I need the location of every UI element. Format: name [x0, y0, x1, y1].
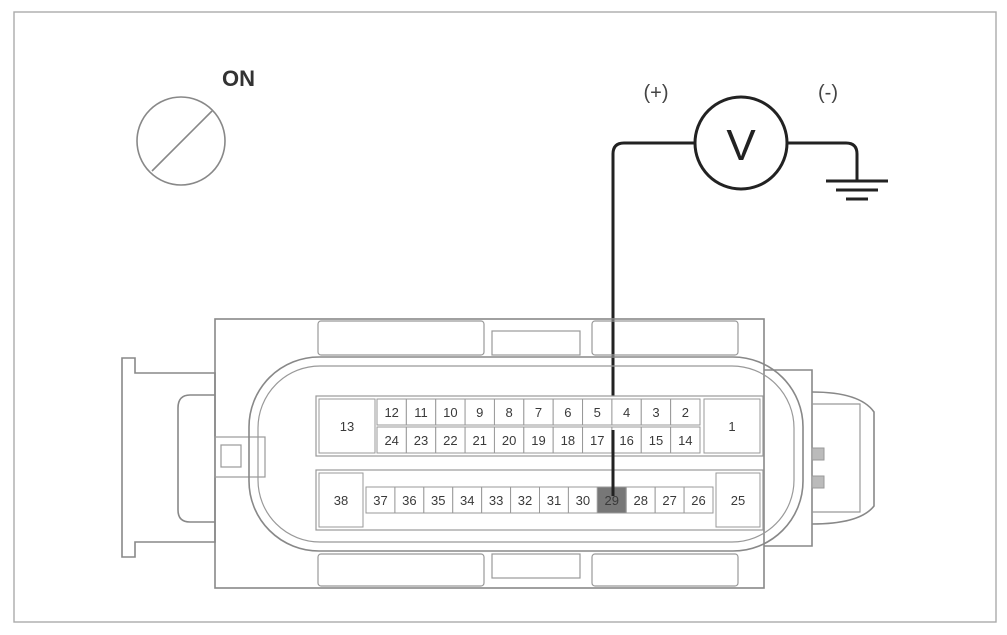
positive-probe-wire — [611, 141, 695, 496]
pin-label: 38 — [334, 493, 348, 508]
pin-label: 26 — [691, 493, 705, 508]
pin-label: 27 — [662, 493, 676, 508]
pin-label: 17 — [590, 433, 604, 448]
connector-pin — [611, 426, 642, 454]
connector-pin — [640, 398, 672, 426]
pin-label: 1 — [728, 419, 735, 434]
pin-label: 14 — [678, 433, 692, 448]
connector-pin — [405, 398, 437, 426]
connector-pin — [703, 398, 761, 454]
pin-label: 8 — [506, 405, 513, 420]
connector-pin — [715, 472, 761, 528]
pin-label: 21 — [473, 433, 487, 448]
negative-probe-wire — [787, 141, 859, 180]
connector-pin — [654, 486, 685, 514]
connector-pin — [318, 398, 376, 454]
ignition-switch-icon — [136, 96, 226, 186]
pin-label: 19 — [531, 433, 545, 448]
connector-pin — [582, 426, 613, 454]
connector-pin — [365, 486, 396, 514]
connector-pin — [435, 398, 466, 426]
pin-label: 9 — [476, 405, 483, 420]
pin-label: 10 — [443, 405, 457, 420]
connector-pin — [423, 486, 454, 514]
pin-label: 20 — [502, 433, 516, 448]
pin-label: 24 — [384, 433, 398, 448]
pin-label: 3 — [652, 405, 659, 420]
connector-pin — [683, 486, 714, 514]
pin-label: 22 — [443, 433, 457, 448]
pin-label: 11 — [414, 405, 428, 420]
positive-terminal-label: (+) — [644, 82, 669, 104]
pin-label: 12 — [384, 405, 398, 420]
connector-pin — [582, 398, 613, 426]
negative-terminal-label: (-) — [818, 82, 838, 104]
pin-label: 16 — [619, 433, 633, 448]
connector-pin — [435, 426, 466, 454]
pin-label: 13 — [340, 419, 354, 434]
pin-label: 4 — [623, 405, 630, 420]
connector-pin — [464, 426, 495, 454]
connector-pin — [640, 426, 672, 454]
connector-pin — [510, 486, 541, 514]
connector-pin — [464, 398, 495, 426]
pin-label: 28 — [633, 493, 647, 508]
pin-label: 33 — [489, 493, 503, 508]
voltmeter-symbol: V — [726, 121, 756, 170]
pin-label: 29 — [605, 493, 619, 508]
connector-pin — [567, 486, 598, 514]
pin-label: 35 — [431, 493, 445, 508]
connector-pin — [670, 426, 701, 454]
pin-label: 23 — [414, 433, 428, 448]
connector-pin — [405, 426, 437, 454]
connector-housing — [121, 318, 875, 589]
ground-icon — [826, 179, 888, 201]
connector-pin — [552, 398, 584, 426]
pin-label: 7 — [535, 405, 542, 420]
pin-label: 6 — [564, 405, 571, 420]
pin-label: 34 — [460, 493, 474, 508]
pin-label: 5 — [594, 405, 601, 420]
connector-pin — [670, 398, 701, 426]
ignition-label: ON — [222, 66, 255, 91]
pin-label: 15 — [649, 433, 663, 448]
connector-pin — [318, 472, 364, 528]
pin-label: 25 — [731, 493, 745, 508]
pin-label: 30 — [576, 493, 590, 508]
pin-label: 2 — [682, 405, 689, 420]
pin-label: 36 — [402, 493, 416, 508]
pin-label: 18 — [561, 433, 575, 448]
pin-label: 31 — [547, 493, 561, 508]
connector-pin — [493, 398, 525, 426]
pin-label: 37 — [373, 493, 387, 508]
pin-label: 32 — [518, 493, 532, 508]
connector-pin — [452, 486, 483, 514]
